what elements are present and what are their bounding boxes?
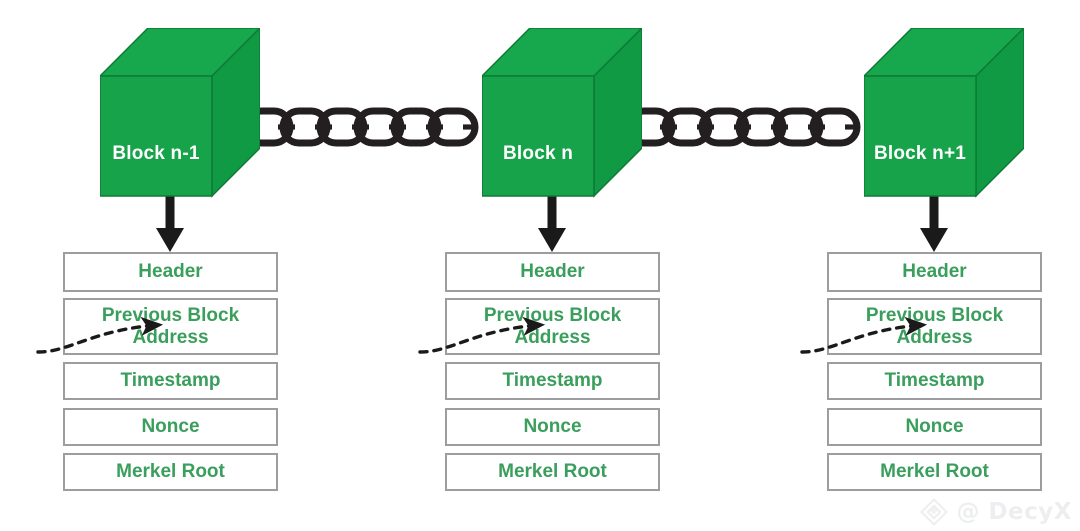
cube-block-n-plus-1[interactable]: Block n+1 bbox=[864, 28, 1024, 204]
field-merkel-root-3[interactable]: Merkel Root bbox=[827, 453, 1042, 491]
dashed-link-arrow-2 bbox=[418, 316, 546, 354]
field-header-1[interactable]: Header bbox=[63, 252, 278, 292]
field-nonce-1[interactable]: Nonce bbox=[63, 408, 278, 446]
field-previous-block-address-2[interactable]: Previous Block Address bbox=[445, 298, 660, 355]
field-timestamp-2[interactable]: Timestamp bbox=[445, 362, 660, 400]
chain-segment-1 bbox=[246, 111, 475, 143]
dashed-link-arrow-1 bbox=[36, 316, 164, 354]
field-header-3[interactable]: Header bbox=[827, 252, 1042, 292]
field-merkel-root-1[interactable]: Merkel Root bbox=[63, 453, 278, 491]
field-column-block-2: Header Previous Block Address Timestamp … bbox=[445, 252, 660, 492]
chain-segment-2 bbox=[628, 111, 857, 143]
field-timestamp-3[interactable]: Timestamp bbox=[827, 362, 1042, 400]
dashed-link-arrow-3 bbox=[800, 316, 928, 354]
field-merkel-root-2[interactable]: Merkel Root bbox=[445, 453, 660, 491]
field-column-block-1: Header Previous Block Address Timestamp … bbox=[63, 252, 278, 492]
field-timestamp-1[interactable]: Timestamp bbox=[63, 362, 278, 400]
field-nonce-3[interactable]: Nonce bbox=[827, 408, 1042, 446]
field-previous-block-address-1[interactable]: Previous Block Address bbox=[63, 298, 278, 355]
cube-block-n[interactable]: Block n bbox=[482, 28, 642, 204]
field-header-2[interactable]: Header bbox=[445, 252, 660, 292]
field-nonce-2[interactable]: Nonce bbox=[445, 408, 660, 446]
field-column-block-3: Header Previous Block Address Timestamp … bbox=[827, 252, 1042, 492]
cube-block-n-minus-1[interactable]: Block n-1 bbox=[100, 28, 260, 204]
